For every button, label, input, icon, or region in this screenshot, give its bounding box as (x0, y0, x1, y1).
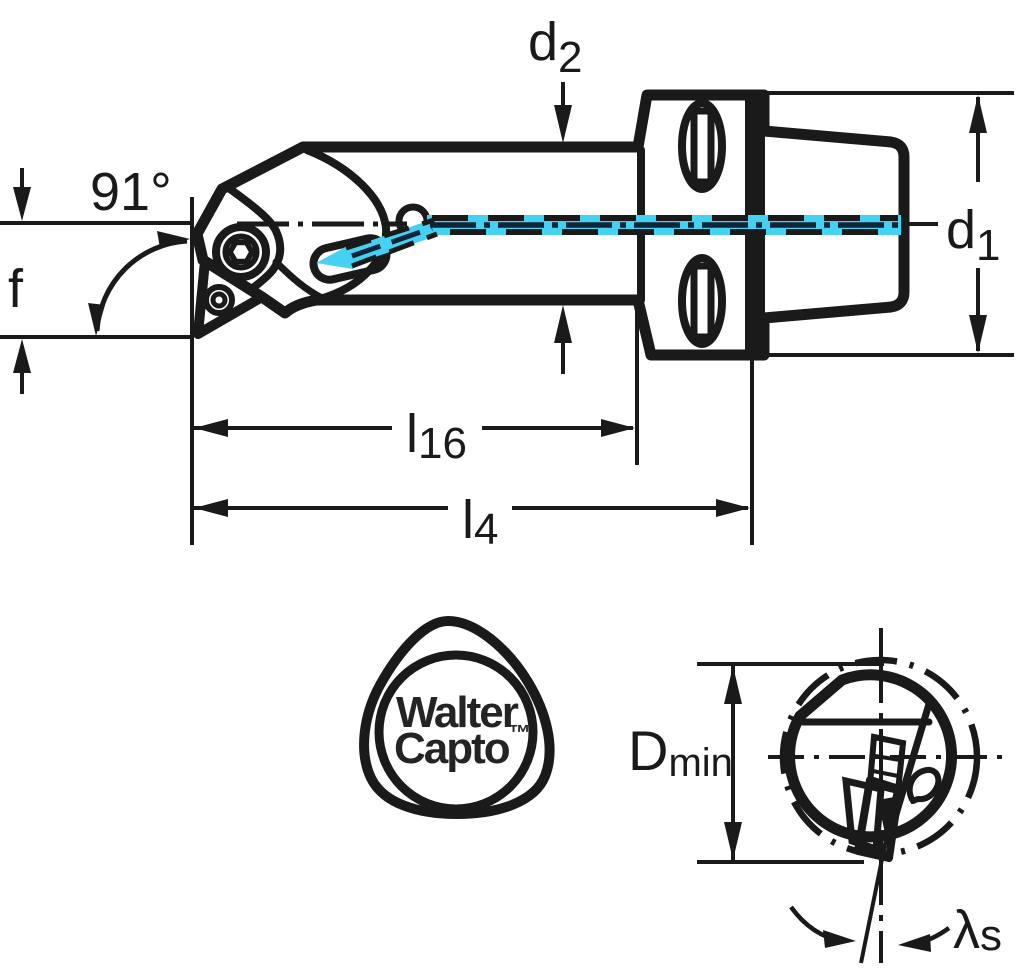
f-arrow-down (13, 187, 31, 221)
l4-label: l4 (462, 490, 498, 554)
insert-screw-inner (210, 291, 228, 309)
coolant-flow-arrow (316, 245, 353, 269)
lambda-s-label: λs (953, 900, 1002, 960)
l16-label: l16 (406, 404, 467, 468)
dimension-f: f (0, 168, 190, 394)
dimension-dmin: Dmin (628, 662, 884, 864)
tool-body-silhouette (191, 89, 910, 361)
slot-outer (678, 254, 726, 348)
insert-screw-outer (203, 284, 235, 316)
d2-arrow-down (554, 105, 572, 143)
l4-arrow-left (194, 499, 228, 517)
l16-arrow-right (601, 419, 635, 437)
lambda-arrow-left (898, 934, 931, 952)
logo-inner-circle (374, 650, 538, 814)
screw-outer (212, 223, 270, 281)
l4-arrow-right (716, 499, 750, 517)
d1-arrow-up (969, 95, 987, 133)
f-arrow-up (13, 339, 31, 373)
facet-line-2 (872, 769, 899, 778)
l16-arrow-left (194, 419, 228, 437)
coolant-core-angled (351, 225, 433, 259)
d1-label: d1 (946, 200, 1001, 270)
d1-arrow-down (969, 315, 987, 353)
logo-text-walter: Walter (396, 688, 519, 737)
d2-arrow-up (554, 305, 572, 343)
slot-outer (678, 99, 726, 193)
clamp-lower-curve (272, 258, 326, 302)
flange-slot-top (678, 99, 726, 193)
clamp-curve (226, 185, 285, 294)
pocket-curve (303, 146, 391, 303)
d2-label: d2 (528, 12, 583, 82)
insert-side-view (193, 256, 267, 339)
slot-inner (690, 262, 715, 341)
f-label: f (8, 259, 24, 319)
lambda-arrow-right (823, 930, 856, 948)
chip-hook-detail (906, 766, 942, 805)
hex-socket-icon (226, 239, 256, 265)
walter-capto-logo: Walter Capto™ (359, 615, 555, 820)
dmin-label: Dmin (628, 719, 733, 785)
hidden-edge-dashes-angled-bottom (351, 231, 438, 269)
capto-trilobe-shape (359, 615, 555, 820)
screw-inner (222, 233, 260, 271)
dimension-l16: l16 (194, 404, 635, 468)
slot-inner (690, 107, 715, 186)
end-view-insert-assembly (842, 733, 942, 862)
angle-91-label: 91° (90, 162, 172, 222)
dimension-d1: d1 (946, 95, 1001, 353)
end-view-body (784, 669, 958, 843)
coolant-channel (316, 215, 901, 269)
side-view (191, 89, 938, 361)
insert-triangle (193, 256, 267, 339)
clamp-screw (212, 223, 270, 281)
flange-slot-bottom (678, 254, 726, 348)
dimension-d2: d2 (528, 12, 583, 374)
dimension-l4: l4 (194, 490, 750, 554)
dimensions: f 91° d2 (0, 12, 1014, 554)
angle-arc (94, 238, 188, 332)
dimension-angle-91: 91° (88, 162, 190, 336)
insert-end-view (854, 776, 903, 862)
end-view: Dmin λs (628, 628, 1002, 964)
angle-arrow-bottom (88, 303, 105, 336)
dmin-arrow-up (724, 666, 742, 704)
hidden-edge-dashes-angled-top (345, 217, 435, 251)
lambda-tilted-line (859, 789, 898, 964)
angle-arrow-top (157, 231, 190, 248)
logo-text-capto: Capto™ (394, 720, 531, 773)
dmin-arrow-down (724, 822, 742, 860)
dimension-lambda-s: λs (789, 900, 1002, 960)
